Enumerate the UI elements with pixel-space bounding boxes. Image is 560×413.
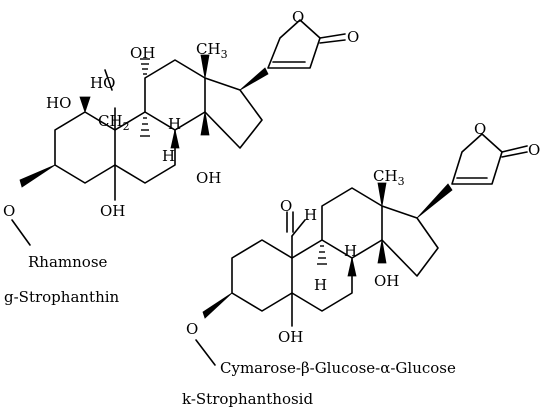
ring-a-2 (231, 239, 293, 312)
c17-side-chain-wedge-2 (416, 183, 453, 219)
molecule-k-strophanthosid: O H CH3 H H OH OH O O O Cymarose-β-Gluco… (182, 120, 540, 408)
ring-d-2 (381, 205, 439, 277)
ch2-c19-label: CH2 (98, 112, 130, 133)
c3-o-wedge (19, 164, 56, 188)
ring-c-2 (321, 187, 383, 259)
c8-h-wedge (170, 129, 180, 149)
lactone-ring-o-label-2: O (474, 120, 486, 138)
h-c9-label: H (162, 147, 175, 165)
oh-c5-label: OH (100, 202, 125, 220)
c3-o-wedge-2 (202, 292, 233, 319)
h-aldehyde-label: H (304, 206, 317, 224)
c1-oh-wedge (79, 96, 91, 114)
ring-d (204, 77, 263, 149)
c13-methyl-wedge (200, 54, 210, 79)
oh-c14-label-2: OH (374, 272, 399, 290)
sugar-label-chain: Cymarose-β-Glucose-α-Glucose (220, 359, 456, 377)
h-c9-label-2: H (314, 276, 327, 294)
cho-h-bond (291, 219, 306, 237)
o-sugar-bond-2 (195, 339, 216, 366)
o-c3-label: O (3, 202, 15, 220)
lactone-carbonyl-o-label: O (347, 28, 359, 46)
ring-c (144, 59, 206, 131)
ch3-c13-label: CH3 (196, 40, 228, 61)
c14-oh-wedge-2 (377, 239, 387, 264)
oh-c5-label-2: OH (278, 328, 303, 346)
ch2-oh-bond (104, 69, 113, 91)
ho-c19-label: HO (90, 74, 115, 92)
molecule-name-k-strophanthosid: k-Strophanthosid (182, 390, 313, 408)
c9-h-hash (140, 117, 150, 137)
lactone-ring-1 (267, 19, 346, 69)
molecule-name-g-strophanthin: g-Strophanthin (4, 288, 120, 306)
ho-c1-label: HO (46, 94, 71, 112)
c13-methyl-wedge-2 (377, 182, 387, 207)
o-sugar-bond (11, 219, 31, 246)
lactone-ring-o-label: O (292, 8, 304, 26)
c9-h-hash-2 (317, 245, 327, 265)
c14-oh-wedge (200, 111, 210, 136)
o-c3-label-2: O (186, 320, 198, 338)
c17-side-chain-wedge (239, 67, 269, 91)
c8-h-wedge-2 (347, 257, 357, 277)
h-c8-label: H (168, 115, 181, 133)
c11-oh-hash (140, 58, 150, 75)
lactone-ring-2 (451, 133, 528, 185)
oh-c11-label: OH (130, 44, 155, 62)
ch3-c13-label-2: CH3 (373, 167, 405, 188)
o-aldehyde-label: O (280, 197, 292, 215)
molecule-g-strophanthin: HO HO CH2 OH CH3 H H OH OH O O O Rhamnos… (3, 8, 359, 306)
oh-c14-label: OH (196, 169, 221, 187)
lactone-carbonyl-o-label-2: O (528, 141, 540, 159)
h-c8-label-2: H (344, 242, 357, 260)
sugar-label-rhamnose: Rhamnose (28, 253, 108, 271)
